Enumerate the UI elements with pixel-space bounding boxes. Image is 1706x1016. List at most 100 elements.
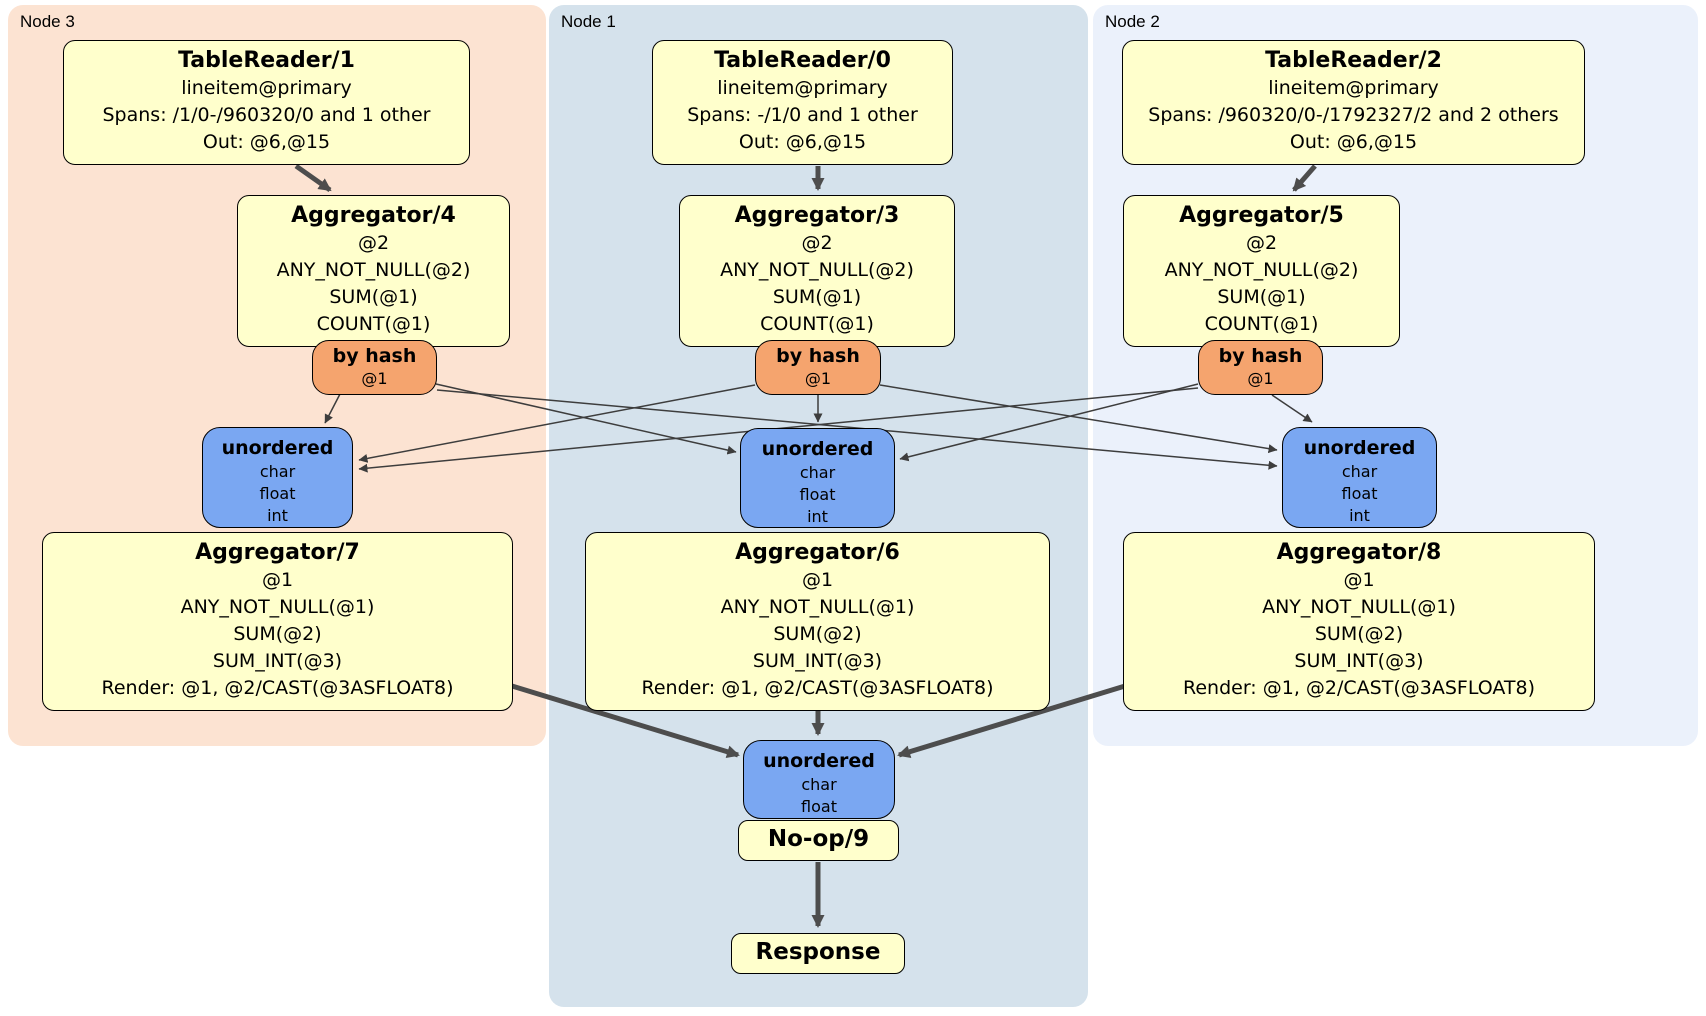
processor-index: lineitem@primary [181,77,352,99]
edge-hash-node2-to-sync-node1 [899,383,1199,462]
processor-line: ANY_NOT_NULL(@2) [720,259,914,281]
processor-index: lineitem@primary [717,77,888,99]
processor-noop-9: No-op/9 [738,820,899,861]
edge-hash-node1-to-sync-node2 [879,384,1278,454]
processor-title: TableReader/1 [178,48,355,73]
edge-hash-node3-to-sync-node1 [435,383,737,455]
processor-out: Out: @6,@15 [1289,131,1418,153]
processor-render: Render: @1, @2/CAST(@3ASFLOAT8) [1183,677,1535,699]
processor-title: Aggregator/8 [1276,540,1442,565]
sync-type: float [259,484,296,503]
processor-index: lineitem@primary [1268,77,1439,99]
sync-type: float [1341,484,1378,503]
processor-line: SUM(@2) [773,623,862,645]
sync-unordered-final: unordered char float [743,740,895,819]
sync-type: char [1341,462,1378,481]
processor-line: SUM(@1) [1217,286,1306,308]
router-title: by hash [776,345,860,367]
router-by-hash-node1: by hash @1 [755,340,881,395]
processor-title: TableReader/0 [714,48,891,73]
processor-title: Aggregator/3 [734,203,900,228]
node-label-node2: Node 2 [1105,12,1160,31]
processor-line: ANY_NOT_NULL(@2) [276,259,471,281]
processor-line: SUM_INT(@3) [752,650,883,672]
sync-type: int [267,506,288,525]
processor-line: SUM_INT(@3) [1294,650,1424,672]
processor-spans: Spans: /1/0-/960320/0 and 1 other [102,104,431,126]
sync-title: unordered [1303,437,1416,459]
processor-title: Aggregator/7 [195,540,360,565]
sync-title: unordered [221,437,334,459]
sync-type: char [259,462,296,481]
sync-type: float [799,485,836,504]
node-label-node1: Node 1 [561,12,616,31]
edge-tablereader2-to-aggregator5 [1292,164,1317,192]
node-label-node3: Node 3 [20,12,75,31]
sync-unordered-node1: unordered char float int [740,428,895,528]
processor-spans: Spans: -/1/0 and 1 other [687,104,918,126]
processor-title: Aggregator/6 [735,540,900,565]
sync-type: int [1349,506,1370,525]
processor-line: SUM(@2) [1314,623,1404,645]
router-title: by hash [332,345,417,367]
edge-aggregator7-to-final-sync [511,683,740,759]
processor-tablereader-2: TableReader/2 lineitem@primary Spans: /9… [1122,40,1585,165]
processor-aggregator-6: Aggregator/6 @1 ANY_NOT_NULL(@1) SUM(@2)… [585,532,1050,711]
processor-title: Aggregator/5 [1179,203,1344,228]
processor-aggregator-7: Aggregator/7 @1 ANY_NOT_NULL(@1) SUM(@2)… [42,532,513,711]
router-columns: @1 [361,369,388,388]
processor-title: Response [755,939,881,965]
sync-type: int [807,507,828,526]
processor-line: ANY_NOT_NULL(@1) [720,596,915,618]
sync-title: unordered [761,438,874,460]
processor-line: ANY_NOT_NULL(@2) [1164,259,1359,281]
processor-line: COUNT(@1) [316,313,431,335]
processor-render: Render: @1, @2/CAST(@3ASFLOAT8) [641,677,994,699]
processor-aggregator-8: Aggregator/8 @1 ANY_NOT_NULL(@1) SUM(@2)… [1123,532,1595,711]
router-by-hash-node3: by hash @1 [312,340,437,395]
processor-line: SUM(@2) [233,623,322,645]
processor-tablereader-1: TableReader/1 lineitem@primary Spans: /1… [63,40,470,165]
processor-out: Out: @6,@15 [202,131,331,153]
processor-render: Render: @1, @2/CAST(@3ASFLOAT8) [101,677,454,699]
edge-tablereader1-to-aggregator4 [294,163,332,193]
edge-aggregator8-to-final-sync [897,683,1126,759]
processor-aggregator-4: Aggregator/4 @2 ANY_NOT_NULL(@2) SUM(@1)… [237,195,510,347]
processor-aggregator-5: Aggregator/5 @2 ANY_NOT_NULL(@2) SUM(@1)… [1123,195,1400,347]
processor-title: Aggregator/4 [291,203,456,228]
edge-hash-node3-to-sync-node3 [324,393,341,424]
edge-hash-node2-to-sync-node2 [1271,394,1313,423]
edge-hash-node1-to-sync-node3 [358,384,756,463]
sync-unordered-node3: unordered char float int [202,427,353,528]
sync-type: char [799,463,836,482]
processor-aggregator-3: Aggregator/3 @2 ANY_NOT_NULL(@2) SUM(@1)… [679,195,955,347]
processor-line: @1 [801,569,834,591]
router-by-hash-node2: by hash @1 [1198,340,1323,395]
processor-out: Out: @6,@15 [738,131,867,153]
processor-line: COUNT(@1) [1204,313,1319,335]
processor-line: SUM(@1) [329,286,418,308]
router-columns: @1 [804,369,832,388]
processor-line: @1 [1343,569,1375,591]
sync-type: float [801,797,837,816]
processor-line: @2 [1245,232,1278,254]
processor-title: No-op/9 [767,826,870,852]
processor-line: ANY_NOT_NULL(@1) [1262,596,1456,618]
processor-line: @2 [357,232,390,254]
processor-line: SUM(@1) [772,286,862,308]
sync-unordered-node2: unordered char float int [1282,427,1437,528]
processor-line: ANY_NOT_NULL(@1) [180,596,375,618]
processor-line: COUNT(@1) [760,313,874,335]
processor-line: SUM_INT(@3) [212,650,343,672]
sync-title: unordered [763,750,875,772]
processor-response: Response [731,933,905,974]
processor-line: @1 [261,569,294,591]
processor-title: TableReader/2 [1265,48,1442,73]
router-title: by hash [1218,345,1303,367]
router-columns: @1 [1247,369,1274,388]
processor-tablereader-0: TableReader/0 lineitem@primary Spans: -/… [652,40,953,165]
sync-type: char [801,775,837,794]
processor-line: @2 [801,232,833,254]
